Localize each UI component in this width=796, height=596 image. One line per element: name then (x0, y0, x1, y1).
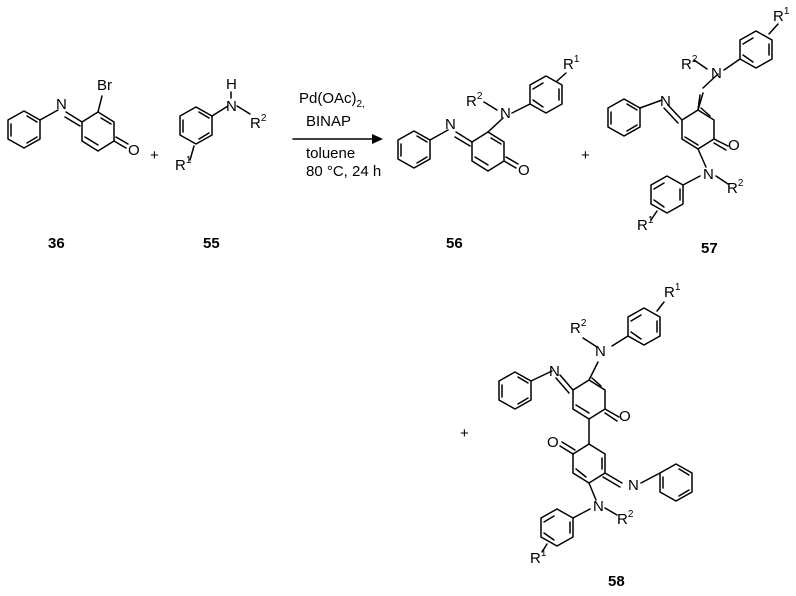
r1-substituent-label: R1 (530, 548, 547, 567)
r1-substituent-label: R1 (175, 155, 192, 174)
oxygen-atom-label: O (518, 162, 530, 179)
compound-label-58: 58 (608, 573, 625, 590)
nitrogen-atom-label: N (445, 116, 456, 133)
compound-58-structure: N N R2 R1 O O N N R2 R1 (498, 282, 693, 567)
nitrogen-atom-label: N (226, 98, 237, 115)
oxygen-atom-label: O (728, 137, 740, 154)
r2-substituent-label: R2 (466, 91, 483, 110)
nitrogen-atom-label: N (56, 96, 67, 113)
nitrogen-atom-label: N (595, 343, 606, 360)
compound-55-structure: H N R2 R1 (175, 76, 267, 174)
reaction-temperature-time: 80 °C, 24 h (306, 163, 381, 180)
r2-substituent-label: R2 (250, 113, 267, 132)
r2-substituent-label: R2 (617, 509, 634, 528)
compound-57-structure: N N R2 R1 O N R2 R1 (607, 6, 790, 234)
nitrogen-atom-label: N (711, 65, 722, 82)
r2-substituent-label: R2 (570, 318, 587, 337)
nitrogen-atom-label: N (703, 166, 714, 183)
compound-label-57: 57 (701, 240, 718, 257)
bromine-atom-label: Br (97, 77, 112, 94)
compound-56-structure: N N R2 R1 O (397, 54, 580, 179)
reagent-solvent: toluene (306, 145, 355, 162)
reagent-ligand: BINAP (306, 113, 351, 130)
r1-substituent-label: R1 (637, 215, 654, 234)
compound-36-structure: N Br O (7, 77, 140, 159)
plus-sign: + (581, 147, 590, 164)
plus-sign: + (460, 425, 469, 442)
oxygen-atom-label: O (619, 408, 631, 425)
hydrogen-atom-label: H (226, 76, 237, 93)
plus-sign: + (150, 147, 159, 164)
nitrogen-atom-label: N (500, 105, 511, 122)
nitrogen-atom-label: N (549, 363, 560, 380)
compound-label-55: 55 (203, 235, 220, 252)
r2-substituent-label: R2 (727, 178, 744, 197)
nitrogen-atom-label: N (628, 477, 639, 494)
nitrogen-atom-label: N (593, 498, 604, 515)
oxygen-atom-label: O (128, 142, 140, 159)
oxygen-atom-label: O (547, 434, 559, 451)
compound-label-56: 56 (446, 235, 463, 252)
r2-substituent-label: R2 (681, 54, 698, 73)
reaction-conditions: Pd(OAc)2, BINAP toluene 80 °C, 24 h (299, 90, 381, 180)
r1-substituent-label: R1 (773, 6, 790, 25)
r1-substituent-label: R1 (563, 54, 580, 73)
reaction-arrow (292, 134, 383, 144)
r1-substituent-label: R1 (664, 282, 681, 301)
compound-label-36: 36 (48, 235, 65, 252)
nitrogen-atom-label: N (660, 93, 671, 110)
reagent-catalyst: Pd(OAc)2, (299, 90, 365, 110)
